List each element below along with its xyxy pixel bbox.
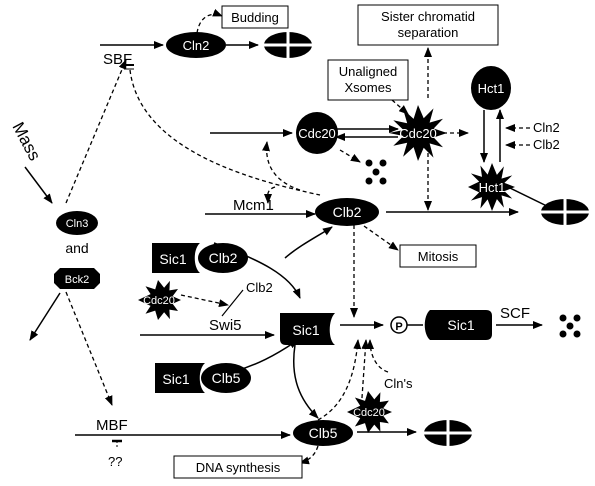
dashed-arrows — [65, 8, 530, 465]
hct1-top-label: Hct1 — [478, 81, 505, 96]
cln2-node: Cln2 — [166, 32, 226, 58]
unaligned-xsomes-box: Unaligned Xsomes — [327, 59, 409, 101]
hct1-bottom-label: Hct1 — [479, 180, 506, 195]
clb2-label: Clb2 — [333, 204, 362, 220]
cdc20-star-node: Cdc20 — [389, 105, 447, 161]
solid-arrows — [24, 41, 556, 439]
mitosis-box: Mitosis — [399, 244, 477, 268]
sister-chromatid-label: Sister chromatid separation — [381, 9, 475, 40]
sic1-phospho-label: Sic1 — [447, 317, 474, 333]
unaligned-xsomes-label: Unaligned Xsomes — [338, 64, 398, 95]
bck2-label: Bck2 — [65, 274, 89, 286]
sic1-a-label: Sic1 — [159, 251, 186, 267]
degradation-dots-cdc20 — [365, 159, 387, 185]
sic1-b-label: Sic1 — [162, 371, 189, 387]
cdc20-left-label: Cdc20 — [298, 126, 336, 141]
cln2-inhib-label: Cln2 — [533, 120, 560, 135]
swi5-label: Swi5 — [209, 317, 242, 334]
sic1-node: Sic1 — [280, 313, 335, 345]
degradation-icon-cln2 — [262, 30, 314, 60]
sic1-label: Sic1 — [292, 322, 319, 338]
dna-synthesis-label: DNA synthesis — [196, 460, 281, 475]
clb5-node: Clb5 — [293, 420, 353, 446]
sister-chromatid-box: Sister chromatid separation — [357, 4, 499, 46]
degradation-icon-clb2 — [539, 197, 591, 227]
clb5-b-label: Clb5 — [212, 370, 241, 386]
clns-label: Cln's — [384, 376, 413, 391]
clb2-swi5-label: Clb2 — [246, 280, 273, 295]
cdc20-bottom-label: Cdc20 — [353, 407, 385, 419]
clb2-a-label: Clb2 — [209, 250, 238, 266]
clb2-node: Clb2 — [315, 198, 379, 226]
sic1-phospho-node: Sic1 — [424, 310, 492, 340]
cdc20-small-label: Cdc20 — [143, 295, 175, 307]
bck2-node: Bck2 — [54, 268, 100, 289]
qq-label: ?? — [108, 454, 122, 469]
degradation-dots-sic1 — [559, 314, 581, 338]
cdc20-small-node: Cdc20 — [138, 280, 181, 320]
sbf-label: SBF — [103, 51, 132, 68]
and-label: and — [65, 240, 88, 256]
mcm1-label: Mcm1 — [233, 197, 274, 214]
mbf-label: MBF — [96, 417, 128, 434]
cdc20-left-node: Cdc20 — [296, 112, 338, 154]
clb2-inhib-label: Clb2 — [533, 137, 560, 152]
degradation-icon-clb5 — [422, 418, 474, 448]
hct1-top-node: Hct1 — [471, 66, 511, 110]
cdc20-star-label: Cdc20 — [399, 126, 437, 141]
sic1-clb5-complex: Sic1 Clb5 — [155, 363, 251, 393]
cln2-label: Cln2 — [183, 38, 210, 53]
mitosis-label: Mitosis — [418, 249, 459, 264]
cln3-node: Cln3 — [56, 211, 98, 235]
cln3-label: Cln3 — [66, 218, 89, 230]
hct1-bottom-node: Hct1 — [468, 163, 515, 211]
sic1-clb2-complex: Sic1 Clb2 — [152, 243, 248, 273]
budding-label: Budding — [231, 10, 279, 25]
dna-synthesis-box: DNA synthesis — [173, 455, 303, 479]
scf-label: SCF — [500, 305, 530, 322]
cdc20-bottom-node: Cdc20 — [347, 391, 392, 433]
phospho-marker: P — [390, 316, 408, 334]
p-label: P — [395, 321, 402, 333]
mass-label: Mass — [8, 119, 44, 164]
budding-box: Budding — [221, 5, 289, 29]
clb5-label: Clb5 — [309, 425, 338, 441]
